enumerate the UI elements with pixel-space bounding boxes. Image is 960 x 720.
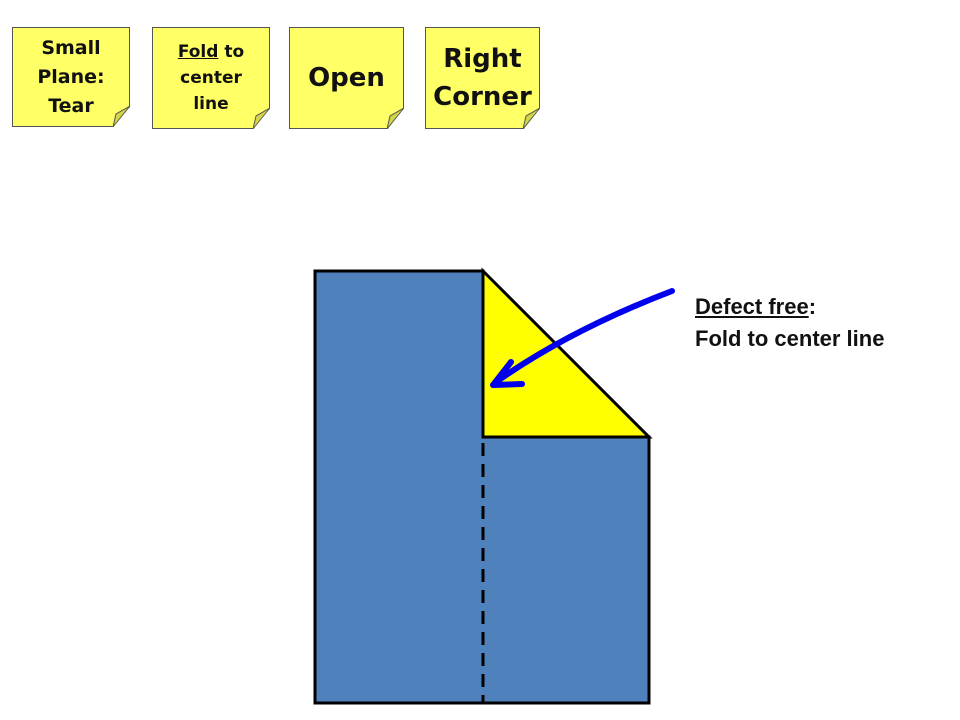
note-line: Plane: <box>37 65 105 88</box>
note-line: Corner <box>433 82 532 112</box>
note-word-fold: Fold <box>177 42 219 62</box>
sticky-note-open: Open <box>289 27 404 129</box>
fold-direction-arrow <box>493 288 675 385</box>
caption-label: Defect free <box>695 294 809 319</box>
note-line: Right <box>443 44 522 74</box>
page-curl-icon <box>523 108 540 129</box>
arrowhead-icon <box>490 359 525 388</box>
note-line: Small <box>41 36 101 59</box>
page-curl-icon <box>387 108 404 129</box>
page-curl-icon <box>113 106 130 127</box>
sticky-note-fold-to-center-line: Fold to center line <box>152 27 270 129</box>
note-line: line <box>193 94 229 114</box>
sticky-note-right-corner: Right Corner <box>425 27 540 129</box>
folded-corner-flap <box>481 267 653 439</box>
note-line: Open <box>308 63 385 93</box>
caption-colon: : <box>808 294 817 319</box>
note-word-to: to <box>218 42 245 62</box>
note-line: Tear <box>48 94 94 117</box>
note-line: center <box>180 68 242 88</box>
caption-instruction: Fold to center line <box>695 326 885 351</box>
sticky-note-small-plane-tear: Small Plane: Tear <box>12 27 130 127</box>
defect-free-caption: Defect free: Fold to center line <box>695 291 884 355</box>
page-curl-icon <box>253 108 270 129</box>
